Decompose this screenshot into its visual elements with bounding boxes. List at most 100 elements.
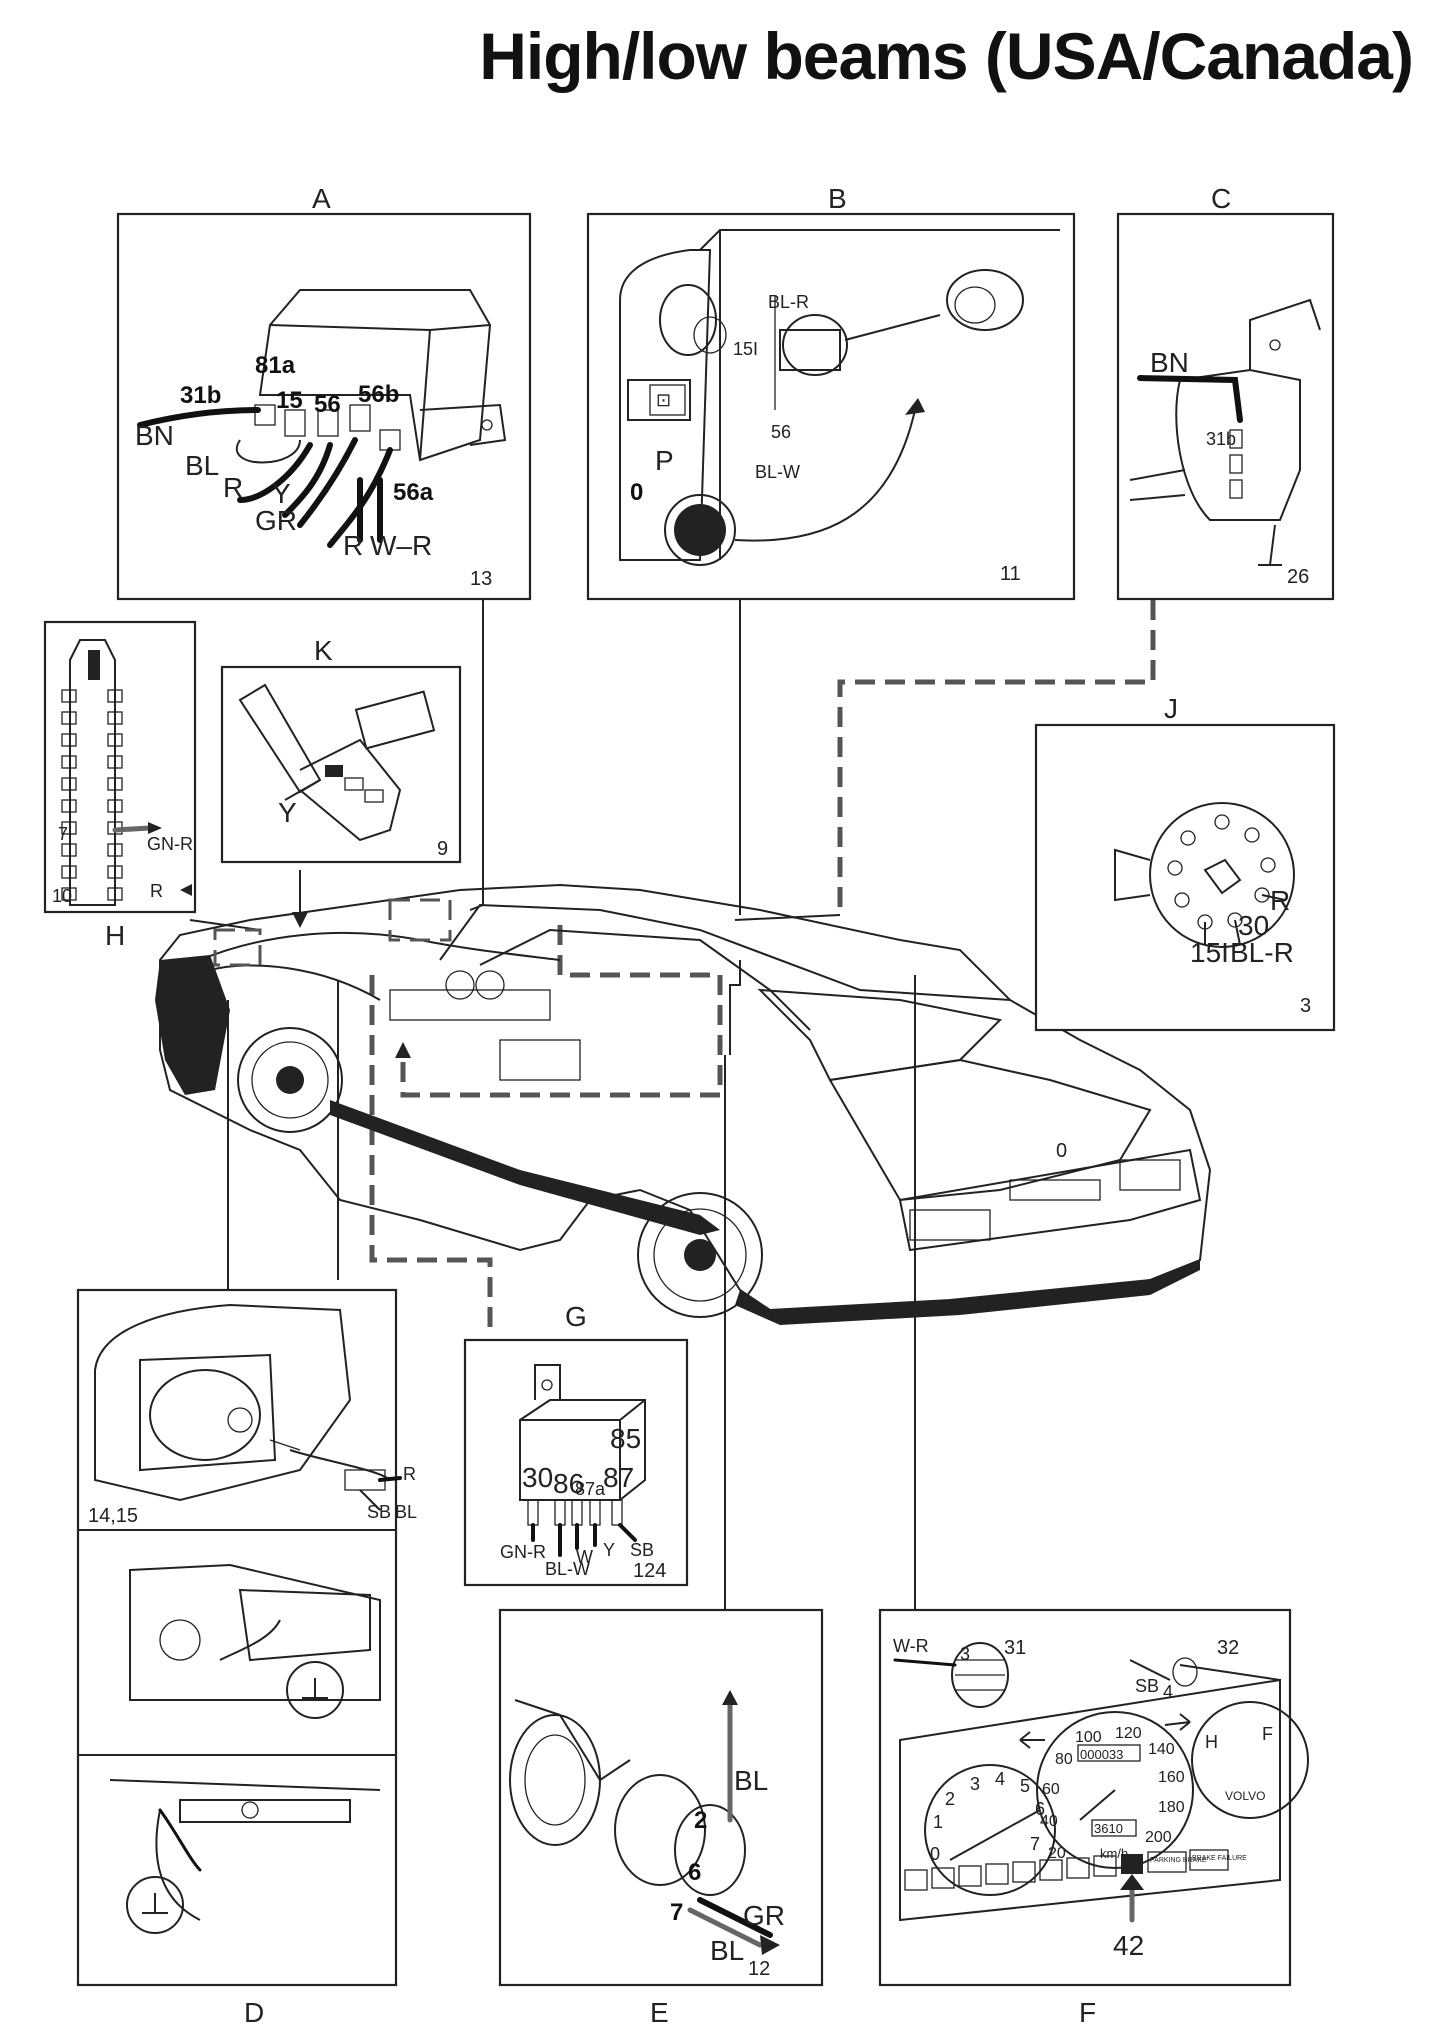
a-label-bl: BL	[185, 450, 219, 481]
g-label-y: Y	[603, 1540, 615, 1560]
d-label-r: R	[403, 1464, 416, 1484]
f-page-ref: 42	[1113, 1930, 1144, 1961]
g-label-30: 30	[522, 1462, 553, 1493]
a-label-56b: 56b	[358, 381, 399, 408]
e-label-gr: GR	[743, 1900, 785, 1931]
b-label-56: 56	[771, 422, 791, 442]
panel-j: J R 30 15I BL-R 3	[1034, 693, 1336, 1032]
f-speed-60: 60	[1042, 1781, 1060, 1798]
f-speed-20: 20	[1048, 1845, 1066, 1862]
c-page-ref: 26	[1287, 566, 1309, 588]
c-label-31b: 31b	[1206, 429, 1236, 449]
panel-e-letter: E	[650, 1997, 669, 2028]
g-label-86: 86	[553, 1468, 584, 1499]
svg-text:0: 0	[1056, 1140, 1067, 1162]
g-label-87: 87	[603, 1462, 634, 1493]
f-rev-1: 1	[933, 1812, 943, 1832]
f-speed-80: 80	[1055, 1751, 1073, 1768]
f-rev-4: 4	[995, 1769, 1005, 1789]
k-page-ref: 9	[437, 838, 448, 860]
ground-symbol-icon	[142, 1893, 168, 1914]
panel-f: W-R 3 31 32 SB 4 0 1 2 3 4 5 6 7 000033 …	[878, 1608, 1309, 2028]
f-label-parking-brake: PARKING BRAKE	[1150, 1857, 1207, 1864]
a-label-56a: 56a	[393, 479, 434, 506]
b-label-blw: BL-W	[755, 462, 800, 482]
a-label-bn: BN	[135, 420, 174, 451]
e-label-bl2: BL	[710, 1935, 744, 1966]
a-label-15: 15	[276, 387, 303, 414]
panel-g-letter: G	[565, 1301, 587, 1332]
panel-a: A 81a 31b 15 56 56b 56a BN BL R Y GR	[116, 183, 532, 601]
f-speed-120: 120	[1115, 1725, 1142, 1742]
e-page-ref: 12	[748, 1958, 770, 1980]
f-label-f: F	[1262, 1724, 1273, 1744]
page-title: High/low beams (USA/Canada)	[479, 19, 1414, 93]
f-rev-2: 2	[945, 1789, 955, 1809]
car-illustration: 0	[155, 883, 1212, 1325]
panel-f-letter: F	[1079, 1997, 1096, 2028]
b-label-zero: 0	[630, 479, 643, 506]
panel-j-letter: J	[1164, 693, 1178, 724]
panel-k: K Y 9	[220, 635, 462, 864]
b-label-p: P	[655, 445, 674, 476]
arrow-icon	[1164, 1713, 1191, 1731]
f-speed-40: 40	[1040, 1813, 1058, 1830]
f-label-brake-failure: BRAKE FAILURE	[1192, 1855, 1247, 1862]
panel-d: R SB BL 14,15 D	[76, 1288, 417, 2028]
panel-k-letter: K	[314, 635, 333, 666]
ground-symbol-icon	[302, 1678, 328, 1699]
a-page-ref: 13	[470, 568, 492, 590]
f-label-32: 32	[1217, 1637, 1239, 1659]
a-label-y: Y	[272, 478, 291, 509]
f-rev-3: 3	[970, 1774, 980, 1794]
panel-g: G 85 30 86 87a 87 GN-R BL-W W Y SB 124	[463, 1301, 689, 1587]
g-label-w: W	[576, 1547, 593, 1567]
k-label-y: Y	[278, 797, 297, 828]
h-label-gnr: GN-R	[147, 834, 193, 854]
c-label-bn: BN	[1150, 347, 1189, 378]
svg-text:⊡: ⊡	[656, 390, 671, 410]
h-label-10: 10	[52, 886, 72, 906]
j-label-blr: BL-R	[1230, 937, 1294, 968]
f-odometer: 000033	[1080, 1747, 1123, 1762]
h-label-r: R	[150, 881, 163, 901]
d-page-ref: 14,15	[88, 1505, 138, 1527]
f-speed-100: 100	[1075, 1729, 1102, 1746]
f-label-wr: W-R	[893, 1636, 929, 1656]
a-label-r2: R	[343, 530, 363, 561]
panel-h: GN-R R 7 10 H	[43, 620, 197, 951]
f-label-h: H	[1205, 1732, 1218, 1752]
panel-h-letter: H	[105, 920, 125, 951]
e-label-2: 2	[694, 1807, 707, 1834]
g-label-sb: SB	[630, 1540, 654, 1560]
panel-b: B ⊡ BL-R 15I 56 BL-W 0 P 11	[586, 183, 1076, 601]
e-label-7: 7	[670, 1899, 683, 1926]
f-label-volvo: VOLVO	[1225, 1789, 1265, 1803]
f-speed-180: 180	[1158, 1799, 1185, 1816]
h-label-7: 7	[58, 824, 68, 844]
a-label-56: 56	[314, 391, 341, 418]
j-page-ref: 3	[1300, 995, 1311, 1017]
f-label-3: 3	[960, 1644, 970, 1664]
f-rev-0: 0	[930, 1844, 940, 1864]
j-label-15i: 15I	[1190, 937, 1229, 968]
e-label-6: 6	[688, 1859, 701, 1886]
e-label-bl: BL	[734, 1765, 768, 1796]
a-label-31b: 31b	[180, 382, 221, 409]
g-label-blw: BL-W	[545, 1559, 590, 1579]
f-rev-5: 5	[1020, 1776, 1030, 1796]
f-trip: 3610	[1094, 1821, 1123, 1836]
b-label-blr: BL-R	[768, 292, 809, 312]
g-label-85: 85	[610, 1423, 641, 1454]
g-label-87a: 87a	[575, 1479, 606, 1499]
arrow-icon	[1019, 1731, 1045, 1749]
f-rev-7: 7	[1030, 1834, 1040, 1854]
j-label-30: 30	[1238, 910, 1269, 941]
panel-b-letter: B	[828, 183, 847, 214]
f-speed-200: 200	[1145, 1829, 1172, 1846]
panel-c: C BN 31b 26	[1116, 183, 1335, 601]
g-page-ref: 124	[633, 1560, 666, 1582]
a-label-wr: W–R	[370, 530, 432, 561]
panel-a-letter: A	[312, 183, 331, 214]
f-label-4: 4	[1163, 1682, 1173, 1702]
